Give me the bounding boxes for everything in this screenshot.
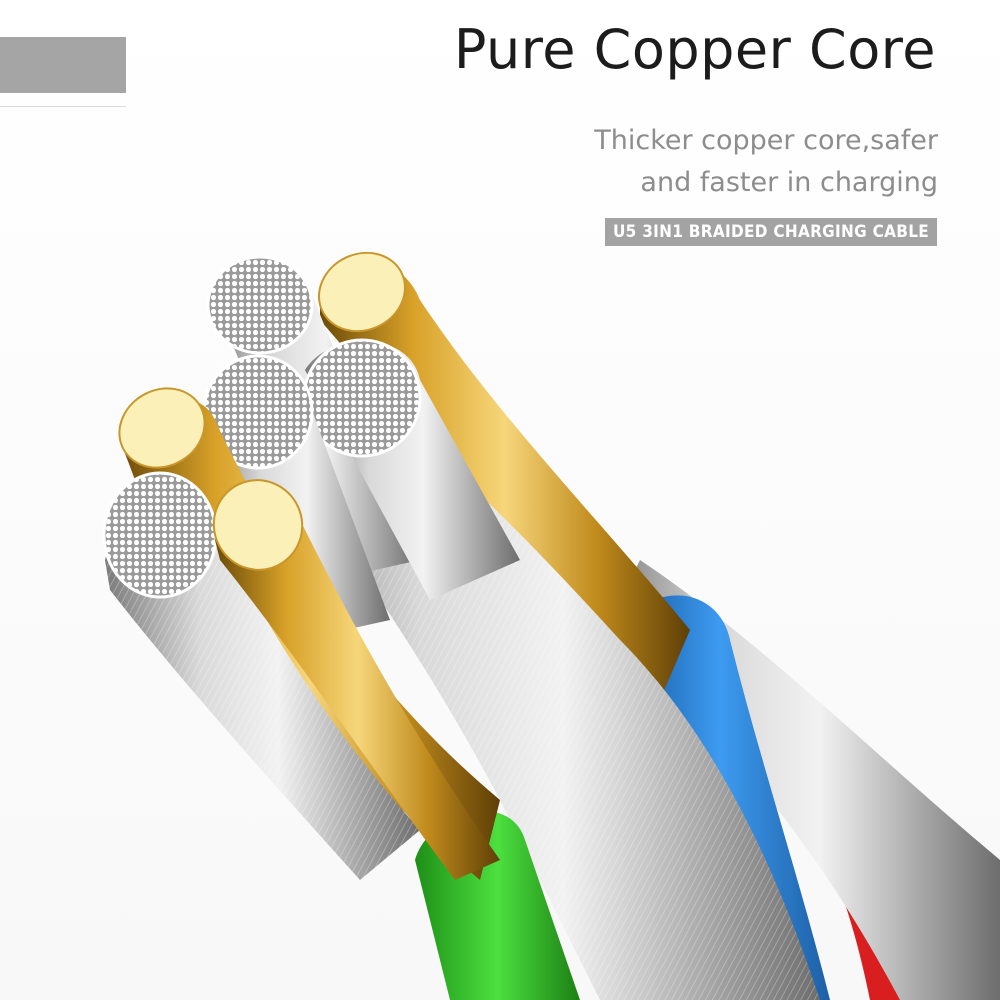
decorative-divider — [0, 106, 126, 107]
product-tag: U5 3IN1 BRAIDED CHARGING CABLE — [604, 218, 937, 246]
gold-wire-right-end — [318, 251, 406, 333]
subtitle: Thicker copper core,safer and faster in … — [594, 120, 938, 204]
subtitle-line-2: and faster in charging — [640, 167, 938, 198]
subtitle-line-1: Thicker copper core,safer — [594, 125, 938, 156]
silver-wire-lower-left-end — [102, 471, 218, 599]
gold-wire-front — [215, 495, 500, 880]
decorative-grey-bar — [0, 37, 126, 93]
silver-wire-upper-left-end — [206, 255, 314, 355]
gold-wire-left-end — [118, 387, 206, 469]
page-title: Pure Copper Core — [453, 18, 936, 81]
gold-wire-front-end — [212, 479, 304, 571]
